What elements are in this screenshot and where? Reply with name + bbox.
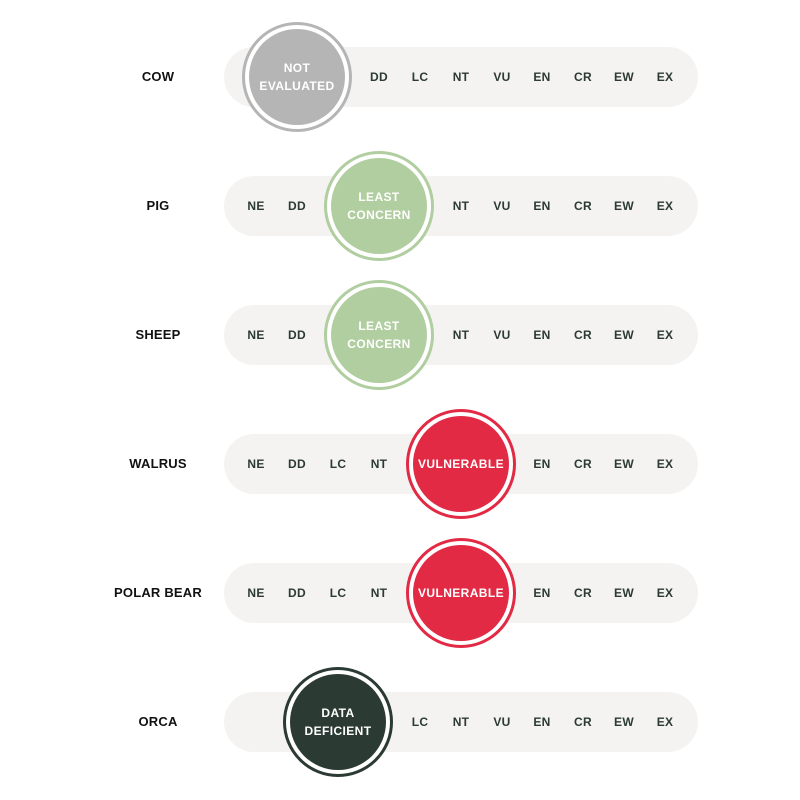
status-row-walrus: WALRUS NE DD LC NT EN CR EW EX VULNERABLE [0,409,800,519]
category-ew: EW [614,70,634,84]
category-en: EN [533,715,551,729]
category-lc: LC [329,457,347,471]
category-ex: EX [656,457,674,471]
category-ex: EX [656,199,674,213]
category-dd: DD [288,328,306,342]
category-cr: CR [574,586,592,600]
status-badge-label: LEAST CONCERN [331,158,427,254]
category-vu: VU [493,328,511,342]
status-row-pig: PIG NE DD NT VU EN CR EW EX LEAST CONCERN [0,151,800,261]
category-nt: NT [452,715,470,729]
category-cr: CR [574,70,592,84]
category-ex: EX [656,586,674,600]
category-dd: DD [288,457,306,471]
category-cr: CR [574,199,592,213]
animal-label: COW [141,69,175,84]
category-ew: EW [614,586,634,600]
category-nt: NT [452,199,470,213]
status-badge-label: VULNERABLE [413,545,509,641]
status-row-polar-bear: POLAR BEAR NE DD LC NT EN CR EW EX VULNERABLE [0,538,800,648]
category-en: EN [533,328,551,342]
status-badge: DATA DEFICIENT [283,667,393,777]
category-en: EN [533,457,551,471]
status-badge-label: VULNERABLE [413,416,509,512]
status-track [224,305,698,365]
status-badge: VULNERABLE [406,538,516,648]
category-ne: NE [247,457,265,471]
status-badge: NOT EVALUATED [242,22,352,132]
category-vu: VU [493,70,511,84]
status-badge-label: NOT EVALUATED [249,29,345,125]
status-row-orca: ORCA LC NT VU EN CR EW EX DATA DEFICIENT [0,667,800,777]
category-vu: VU [493,715,511,729]
category-cr: CR [574,457,592,471]
category-ne: NE [247,586,265,600]
category-ex: EX [656,328,674,342]
category-nt: NT [452,70,470,84]
category-en: EN [533,70,551,84]
status-badge: LEAST CONCERN [324,280,434,390]
animal-label: WALRUS [129,456,187,471]
category-ex: EX [656,70,674,84]
status-badge: VULNERABLE [406,409,516,519]
category-ew: EW [614,199,634,213]
category-nt: NT [452,328,470,342]
category-ne: NE [247,199,265,213]
category-ne: NE [247,328,265,342]
category-ex: EX [656,715,674,729]
category-nt: NT [370,586,388,600]
status-row-sheep: SHEEP NE DD NT VU EN CR EW EX LEAST CONCERN [0,280,800,390]
category-vu: VU [493,199,511,213]
category-en: EN [533,199,551,213]
category-dd: DD [288,199,306,213]
animal-label: PIG [146,198,170,213]
status-badge-label: LEAST CONCERN [331,287,427,383]
status-row-cow: COW DD LC NT VU EN CR EW EX NOT EVALUATED [0,22,800,132]
category-lc: LC [329,586,347,600]
category-ew: EW [614,457,634,471]
status-badge-label: DATA DEFICIENT [290,674,386,770]
category-dd: DD [370,70,388,84]
category-cr: CR [574,328,592,342]
status-track [224,176,698,236]
category-en: EN [533,586,551,600]
category-ew: EW [614,328,634,342]
category-ew: EW [614,715,634,729]
animal-label: POLAR BEAR [114,585,202,600]
status-badge: LEAST CONCERN [324,151,434,261]
category-dd: DD [288,586,306,600]
category-nt: NT [370,457,388,471]
category-lc: LC [411,715,429,729]
animal-label: ORCA [138,714,178,729]
category-cr: CR [574,715,592,729]
animal-label: SHEEP [135,327,181,342]
category-lc: LC [411,70,429,84]
